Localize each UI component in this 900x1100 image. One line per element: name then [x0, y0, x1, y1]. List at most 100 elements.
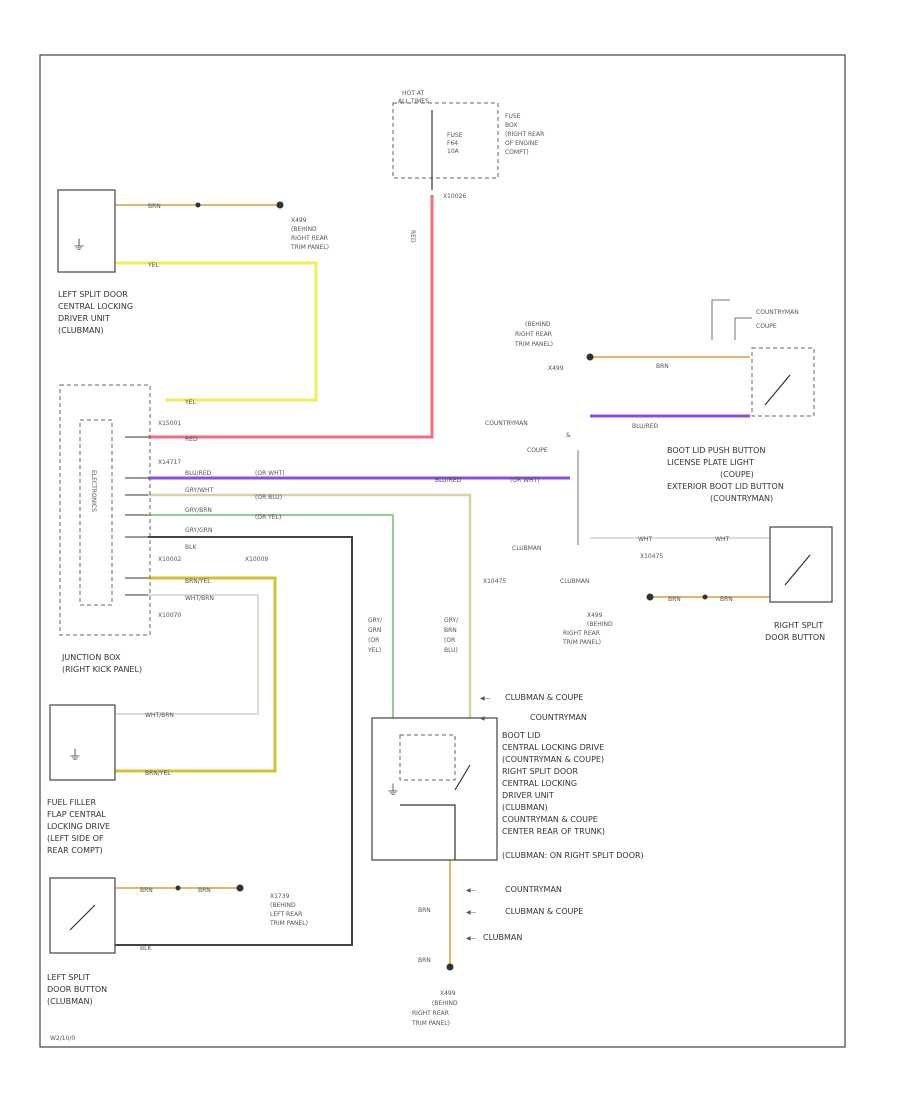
gry-brn-label-1: GRY/	[444, 617, 459, 624]
jbox-label-1: JUNCTION BOX	[61, 653, 121, 662]
x499-bottom-label-4: TRIM PANEL)	[411, 1020, 450, 1027]
boot-push-switch-symbol	[764, 374, 791, 406]
boot-drive-label-6: DRIVER UNIT	[502, 791, 554, 800]
fuel-motor-symbol: ⏚	[68, 748, 82, 764]
right-split-button-box	[769, 526, 833, 603]
arrow-clubman: ◀—	[466, 935, 477, 942]
jbox-wire-red: RED	[185, 436, 198, 443]
brn-bottom-label-2: BRN	[418, 957, 431, 964]
x499-bottom-connector	[446, 963, 454, 971]
countryman-mid-label-1: COUNTRYMAN	[485, 420, 528, 427]
x499-bottom-label-2: (BEHIND	[432, 1000, 458, 1007]
arrow-countryman: ◀—	[480, 715, 491, 722]
left-split-driver-label-2: CENTRAL LOCKING	[58, 302, 133, 311]
countryman-mid-label-2: &	[566, 432, 571, 439]
arrow-clubman-coupe-2: ◀—	[466, 909, 477, 916]
fuse-label-1: FUSE	[447, 132, 463, 139]
fuel-filler-label-2: FLAP CENTRAL	[47, 810, 106, 819]
boot-lid-drive-box	[371, 717, 498, 861]
fuse-box-label-1: FUSE	[505, 113, 521, 120]
x499-top-label-4: TRIM PANEL)	[290, 244, 329, 251]
clubman-bottom-label: CLUBMAN	[483, 933, 522, 942]
boot-lid-push-box	[751, 347, 815, 417]
left-split-driver-label-3: DRIVER UNIT	[58, 314, 110, 323]
figure-id: W2/10/0	[50, 1035, 75, 1042]
wire-red	[148, 195, 434, 439]
left-split-wire-brn-1: BRN	[140, 887, 153, 894]
x1739-label-1: X1739	[270, 893, 290, 900]
countryman-mid-label-3: COUPE	[527, 447, 548, 454]
fuse-label-2: F64	[447, 140, 458, 147]
gry-grn-label-1: GRY/	[368, 617, 383, 624]
x499-mid-label-2: (BEHIND	[587, 621, 613, 628]
variant-bracket	[711, 299, 730, 340]
coupe-top-label: COUPE	[756, 323, 777, 330]
x499-bottom-label-3: RIGHT REAR	[412, 1010, 449, 1017]
x499-mid-label-3: RIGHT REAR	[563, 630, 600, 637]
boot-push-label-3: (COUPE)	[720, 470, 754, 479]
motor-symbol: ⏚	[72, 238, 86, 254]
countryman-label: COUNTRYMAN	[530, 713, 587, 722]
clubman-coupe-bottom-label: CLUBMAN & COUPE	[505, 907, 583, 916]
x1739-connector	[236, 884, 244, 892]
arrow-clubman-coupe: ◀—	[480, 695, 491, 702]
jbox-alt-blu: (OR BLU)	[255, 494, 282, 501]
x1739-label-3: LEFT REAR	[270, 911, 302, 918]
boot-drive-label-3: (COUNTRYMAN & COUPE)	[502, 755, 604, 764]
fuse-box-label-4: OF ENGINE	[505, 140, 538, 147]
jbox-connector-3: X10002	[158, 556, 181, 563]
x1739-label-2: (BEHIND	[270, 902, 296, 909]
boot-drive-label-8: COUNTRYMAN & COUPE	[502, 815, 598, 824]
boot-wire-blu-red: BLU/RED	[632, 423, 659, 430]
junction-box	[59, 384, 151, 636]
boot-drive-label-1: BOOT LID	[502, 731, 540, 740]
brn-bottom-label-1: BRN	[418, 907, 431, 914]
jbox-wire-brn-yel: BRN/YEL	[185, 578, 211, 585]
jbox-connector-4: X10070	[158, 612, 181, 619]
jbox-wire-blu-red: BLU/RED	[185, 470, 212, 477]
left-split-driver-label-1: LEFT SPLIT DOOR	[58, 290, 128, 299]
boot-drive-line	[400, 804, 456, 860]
gry-brn-label-2: BRN	[444, 627, 457, 634]
wire-gry-grn	[148, 514, 394, 718]
jbox-wire-yel: YEL	[184, 399, 196, 406]
fuel-filler-label-5: REAR COMPT)	[47, 846, 103, 855]
purple-wire-alt: (OR WHT)	[510, 477, 540, 484]
fuel-filler-label-3: LOCKING DRIVE	[47, 822, 110, 831]
x499-top-connector	[276, 201, 284, 209]
x499-right-label-2: RIGHT REAR	[515, 331, 552, 338]
hot-at-label-1: HOT AT	[402, 90, 424, 97]
gry-grn-label-3: (OR	[368, 637, 379, 644]
wire-wht-brn	[115, 594, 259, 715]
boot-wire-brn: BRN	[656, 363, 669, 370]
jbox-electronics-label: ELECTRONICS	[90, 470, 97, 512]
x499-top-label-2: (BEHIND	[291, 226, 317, 233]
boot-switch-symbol	[454, 764, 471, 791]
diagram-frame	[39, 54, 846, 1048]
right-wire-brn-2: BRN	[720, 596, 733, 603]
boot-push-label-4: EXTERIOR BOOT LID BUTTON	[667, 482, 784, 491]
boot-push-label-1: BOOT LID PUSH BUTTON	[667, 446, 765, 455]
clubman-label-2: CLUBMAN	[560, 578, 590, 585]
jbox-alt-yel: (OR YEL)	[255, 514, 281, 521]
fuel-filler-box	[49, 704, 116, 781]
jbox-electronics	[79, 419, 113, 606]
left-split-button-label-1: LEFT SPLIT	[47, 973, 90, 982]
gry-grn-label-2: GRN	[368, 627, 381, 634]
left-split-driver-label-4: (CLUBMAN)	[58, 326, 104, 335]
x499-mid-label-4: TRIM PANEL)	[562, 639, 601, 646]
boot-drive-label-4: RIGHT SPLIT DOOR	[502, 767, 578, 776]
wire-gry-brn	[148, 493, 472, 718]
countryman-bottom-label: COUNTRYMAN	[505, 885, 562, 894]
jbox-wire-blk: BLK	[185, 544, 197, 551]
clubman-coupe-label: CLUBMAN & COUPE	[505, 693, 583, 702]
purple-wire-label: BLU/RED	[435, 477, 462, 484]
jbox-wire-gry-brn: GRY/BRN	[185, 507, 212, 514]
fuse-box	[392, 102, 499, 179]
fuel-filler-label-1: FUEL FILLER	[47, 798, 96, 807]
left-split-button-label-2: DOOR BUTTON	[47, 985, 107, 994]
wire-black	[115, 536, 353, 946]
countryman-top-label: COUNTRYMAN	[756, 309, 799, 316]
fuse-connector-label: X10026	[443, 193, 466, 200]
left-split-wire-brn-2: BRN	[198, 887, 211, 894]
